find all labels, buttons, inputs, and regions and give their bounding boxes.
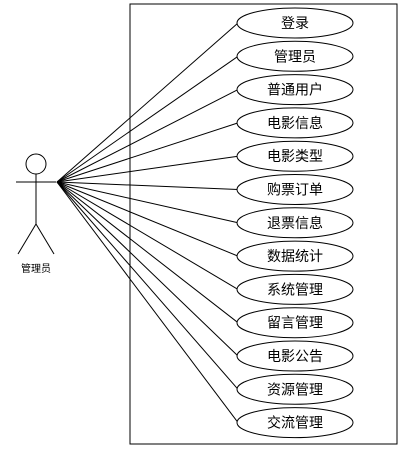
use-case-label: 退票信息 [267,215,323,232]
use-case[interactable]: 交流管理 [236,407,354,439]
use-case-label: 普通用户 [267,82,323,99]
use-case-ellipse [236,107,354,139]
association-line [56,181,239,224]
use-case-ellipse [236,240,354,272]
use-case-ellipse [236,373,354,405]
association-line [56,181,239,257]
association-lines [56,22,239,423]
use-case[interactable]: 电影类型 [236,140,354,172]
actor-admin[interactable] [16,153,56,255]
use-case[interactable]: 电影信息 [236,107,354,139]
use-case-label: 管理员 [274,49,316,65]
use-case-ellipse [236,207,354,239]
use-case-ellipse [236,340,354,372]
association-line [56,181,239,423]
association-line [56,55,239,183]
use-case-ellipse [236,273,354,305]
association-line [56,181,239,357]
use-case-ellipse [236,74,354,106]
use-case[interactable]: 电影公告 [236,340,354,372]
use-case-list: 登录管理员普通用户电影信息电影类型购票订单退票信息数据统计系统管理留言管理电影公… [236,7,354,439]
use-case[interactable]: 登录 [236,7,354,39]
use-case-ellipse [236,7,354,39]
actor-head [25,153,47,175]
use-case-ellipse [236,40,354,72]
use-case-label: 购票订单 [267,183,323,199]
use-case[interactable]: 退票信息 [236,207,354,239]
use-case-label: 电影类型 [267,149,323,165]
use-case[interactable]: 普通用户 [236,74,354,106]
association-line [56,122,239,183]
use-case[interactable]: 数据统计 [236,240,354,272]
association-line [56,181,239,290]
actor-left-leg [17,223,37,255]
use-case[interactable]: 留言管理 [236,307,354,339]
association-line [56,155,239,183]
association-line [56,181,239,324]
use-case-label: 电影信息 [267,115,323,132]
use-case-label: 登录 [281,16,309,32]
use-case-ellipse [236,174,354,205]
actor-right-leg [35,223,55,255]
use-case-label: 系统管理 [267,282,323,298]
use-case-label: 电影公告 [267,349,323,365]
actor-label: 管理员 [21,262,51,275]
use-case-label: 交流管理 [267,415,323,432]
use-case-label: 资源管理 [267,382,323,398]
use-case[interactable]: 购票订单 [236,174,354,205]
use-case-ellipse [236,407,354,439]
use-case[interactable]: 资源管理 [236,373,354,405]
association-line [56,89,239,183]
association-line [56,181,239,190]
use-case[interactable]: 管理员 [236,40,354,72]
use-case-label: 留言管理 [267,316,323,332]
association-line [56,22,239,183]
use-case-ellipse [236,307,354,339]
association-line [56,181,239,390]
use-case-ellipse [236,140,354,172]
system-boundary [129,3,398,445]
use-case[interactable]: 系统管理 [236,273,354,305]
use-case-label: 数据统计 [267,249,323,265]
